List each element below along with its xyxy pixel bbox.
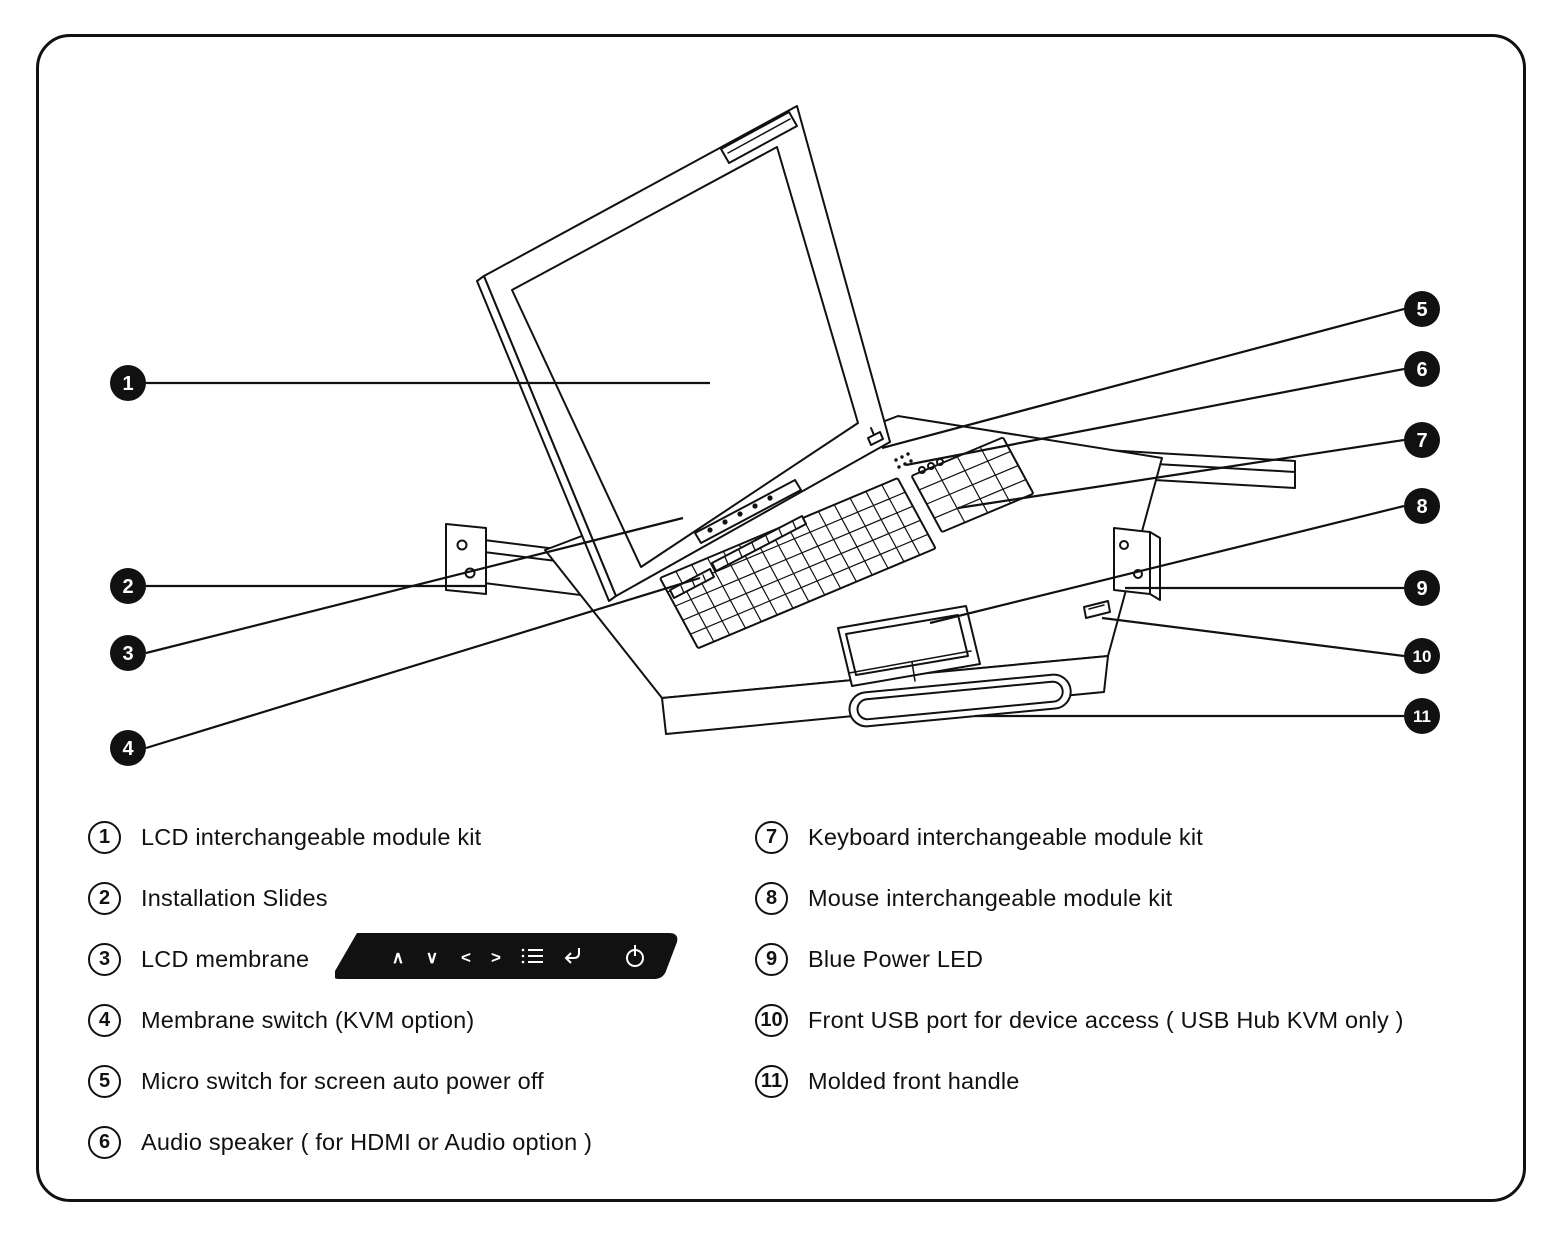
legend-item-11: 11 Molded front handle	[755, 1064, 1020, 1098]
legend-item-4: 4 Membrane switch (KVM option)	[88, 1003, 474, 1037]
svg-text:2: 2	[122, 576, 133, 598]
membrane-up-icon: ∧	[392, 948, 404, 967]
legend-label-11: Molded front handle	[808, 1067, 1020, 1094]
leader-line-8	[929, 504, 1405, 625]
legend-num-10: 10	[755, 1003, 788, 1037]
callout-bubble-4: 4	[110, 730, 146, 766]
callout-bubble-2: 2	[110, 568, 146, 604]
legend-num-3: 3	[88, 942, 121, 976]
lcd-screen	[511, 146, 859, 568]
legend-label-10: Front USB port for device access ( USB H…	[808, 1006, 1404, 1033]
legend-label-2: Installation Slides	[141, 884, 328, 911]
legend-item-9: 9 Blue Power LED	[755, 942, 983, 976]
legend-num-6: 6	[88, 1125, 121, 1159]
legend-num-8: 8	[755, 881, 788, 915]
front-handle	[848, 673, 1072, 728]
svg-text:11: 11	[1413, 707, 1431, 726]
mounting-bracket-left	[445, 523, 487, 595]
audio-speaker	[894, 452, 913, 469]
lcd-membrane-strip	[694, 479, 802, 544]
legend-item-3: 3 LCD membrane ∧ ∨ < >	[88, 932, 680, 979]
legend-label-6: Audio speaker ( for HDMI or Audio option…	[141, 1128, 593, 1155]
legend-item-6: 6 Audio speaker ( for HDMI or Audio opti…	[88, 1125, 592, 1159]
legend-item-5: 5 Micro switch for screen auto power off	[88, 1064, 544, 1098]
micro-switch	[867, 427, 884, 446]
legend-item-2: 2 Installation Slides	[88, 881, 328, 915]
callout-bubble-5: 5	[1404, 291, 1440, 327]
membrane-switch	[669, 515, 807, 599]
legend-label-8: Mouse interchangeable module kit	[808, 884, 1173, 911]
callout-bubble-3: 3	[110, 635, 146, 671]
legend-label-3: LCD membrane	[141, 945, 310, 972]
legend-num-9: 9	[755, 942, 788, 976]
legend-item-8: 8 Mouse interchangeable module kit	[755, 881, 1172, 915]
svg-text:6: 6	[1416, 359, 1427, 381]
legend-label-4: Membrane switch (KVM option)	[141, 1006, 475, 1033]
callout-bubble-7: 7	[1404, 422, 1440, 458]
callout-bubble-6: 6	[1404, 351, 1440, 387]
membrane-return-icon	[564, 947, 581, 964]
legend-label-7: Keyboard interchangeable module kit	[808, 823, 1204, 850]
callout-bubble-1: 1	[110, 365, 146, 401]
legend-item-7: 7 Keyboard interchangeable module kit	[755, 820, 1203, 854]
usb-port	[1083, 600, 1111, 619]
leader-line-7	[957, 438, 1405, 510]
svg-text:3: 3	[122, 643, 133, 665]
legend-num-5: 5	[88, 1064, 121, 1098]
svg-text:5: 5	[1416, 299, 1427, 321]
membrane-power-icon	[626, 944, 645, 967]
membrane-menu-icon	[521, 948, 544, 963]
membrane-left-icon: <	[461, 948, 471, 967]
legend-label-9: Blue Power LED	[808, 945, 984, 972]
legend-item-10: 10 Front USB port for device access ( US…	[755, 1003, 1404, 1037]
keyboard	[660, 434, 1039, 648]
lcd-membrane-illustration: ∧ ∨ < >	[335, 932, 678, 979]
legend-label-1: LCD interchangeable module kit	[141, 823, 482, 850]
svg-text:7: 7	[1416, 430, 1427, 452]
leader-line-6	[905, 367, 1405, 467]
legend-label-5: Micro switch for screen auto power off	[141, 1067, 544, 1094]
svg-text:8: 8	[1416, 496, 1427, 518]
callout-bubble-11: 11	[1404, 698, 1440, 734]
leader-line-3	[145, 516, 684, 655]
callout-bubble-10: 10	[1404, 638, 1440, 674]
leader-line-10	[1101, 616, 1405, 658]
membrane-down-icon: ∨	[426, 948, 438, 967]
leader-line-5	[881, 307, 1405, 450]
svg-text:9: 9	[1416, 578, 1427, 600]
callout-bubbles: 1 2 3 4 5 6 7 8 9 10 11	[110, 291, 1440, 766]
legend-num-4: 4	[88, 1003, 121, 1037]
svg-text:10: 10	[1413, 647, 1432, 666]
lcd-lid	[476, 105, 891, 602]
leader-line-4	[145, 576, 701, 750]
legend-num-1: 1	[88, 820, 121, 854]
legend-num-2: 2	[88, 881, 121, 915]
legend-num-11: 11	[755, 1064, 788, 1098]
svg-text:4: 4	[122, 738, 134, 760]
callout-bubble-9: 9	[1404, 570, 1440, 606]
touchpad	[837, 605, 981, 687]
callout-bubble-8: 8	[1404, 488, 1440, 524]
legend-item-1: 1 LCD interchangeable module kit	[88, 820, 481, 854]
mounting-bracket-right	[1113, 527, 1161, 601]
svg-text:1: 1	[122, 373, 133, 395]
legend-num-7: 7	[755, 820, 788, 854]
membrane-right-icon: >	[491, 948, 501, 967]
kvm-console-diagram: 1 2 3 4 5 6 7 8 9 10 11	[110, 105, 1440, 766]
